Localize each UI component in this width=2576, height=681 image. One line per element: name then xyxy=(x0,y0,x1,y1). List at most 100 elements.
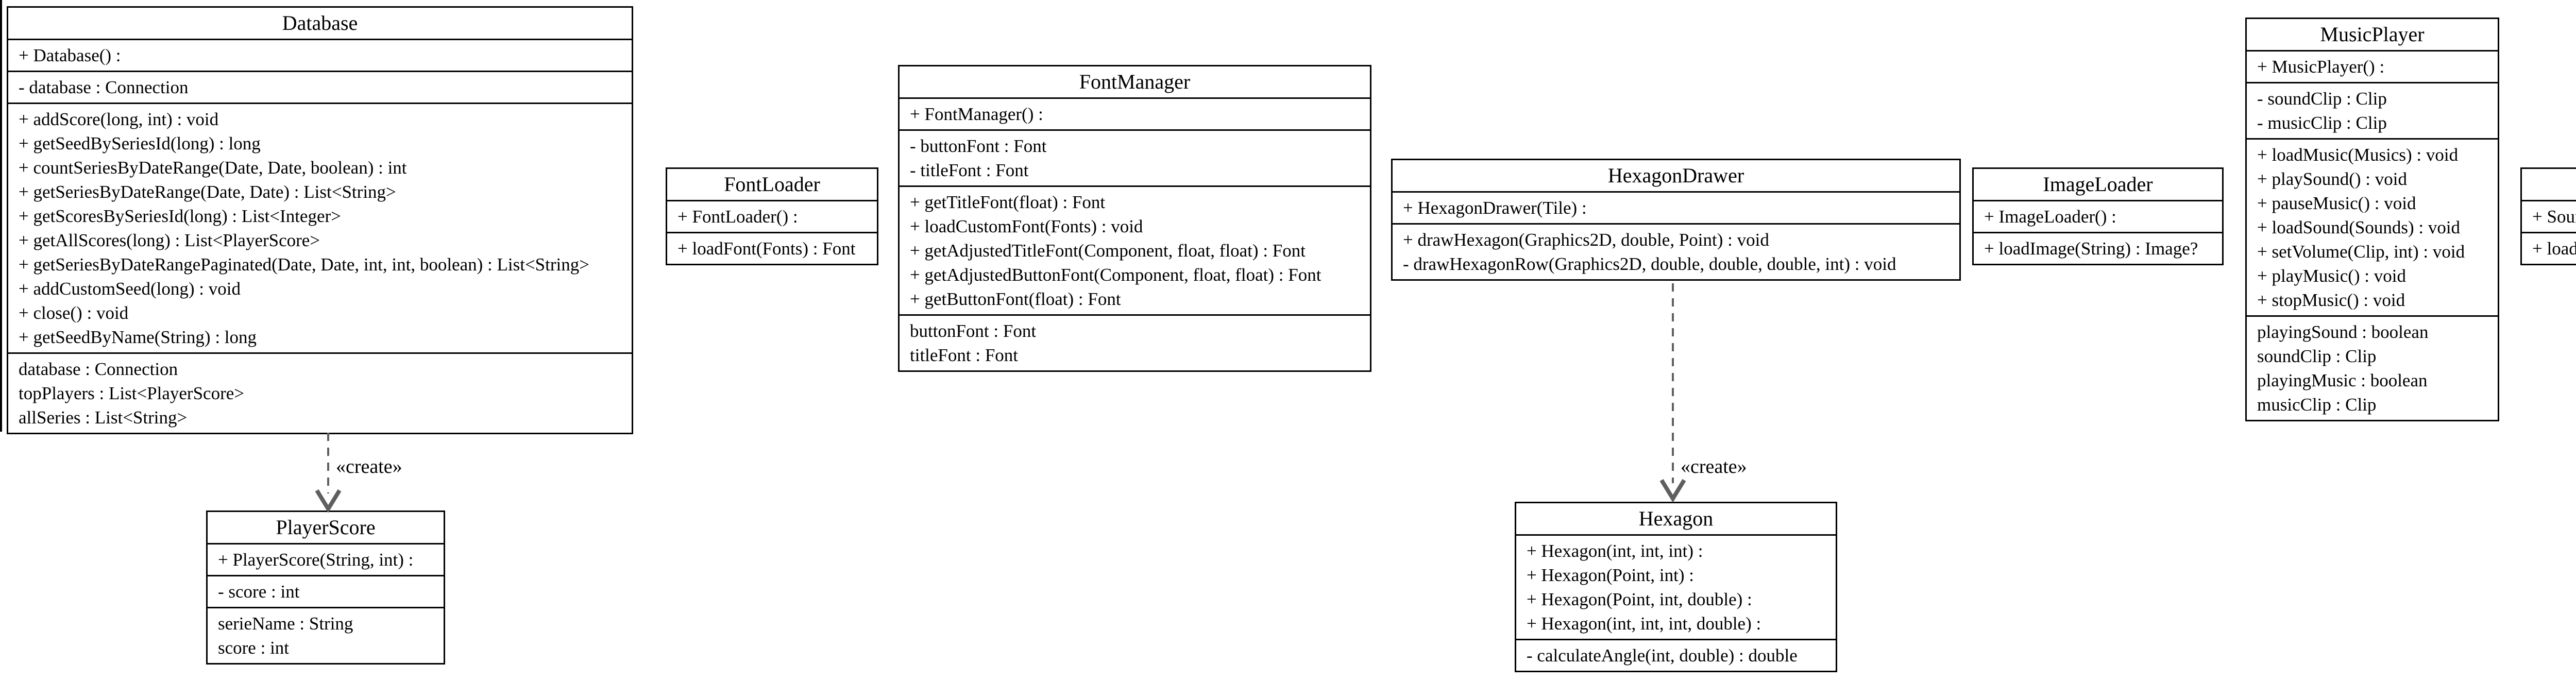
member-line: + loadMusic(String) : Clip? xyxy=(2532,239,2576,259)
class-title: FontManager xyxy=(900,66,1370,97)
class-methods: + loadMusic(Musics) : void + playSound() … xyxy=(2247,138,2498,315)
member-line: + playSound() : void xyxy=(2257,169,2407,189)
member-line: database : Connection xyxy=(19,359,178,379)
class-methods: + drawHexagon(Graphics2D, double, Point)… xyxy=(1393,223,1959,279)
class-constructors: + HexagonDrawer(Tile) : xyxy=(1393,191,1959,223)
create-dependency-hexagondrawer-hexagon[interactable] xyxy=(1652,283,1698,503)
class-constructors: + MusicPlayer() : xyxy=(2247,50,2498,82)
member-line: + setVolume(Clip, int) : void xyxy=(2257,242,2465,262)
member-line: + getTitleFont(float) : Font xyxy=(910,192,1106,212)
member-line: buttonFont : Font xyxy=(910,321,1037,341)
member-line: playingSound : boolean xyxy=(2257,322,2429,342)
class-fields: - score : int xyxy=(208,575,444,607)
class-methods: + loadMusic(String) : Clip? xyxy=(2522,232,2576,264)
class-title: HexagonDrawer xyxy=(1393,160,1959,191)
class-constructors: + FontManager() : xyxy=(900,97,1370,129)
member-line: + SoundLoader() : xyxy=(2532,207,2576,227)
class-attributes: database : Connection topPlayers : List<P… xyxy=(8,352,632,433)
member-line: allSeries : List<String> xyxy=(19,407,188,428)
member-line: soundClip : Clip xyxy=(2257,346,2377,366)
member-line: + Hexagon(Point, int) : xyxy=(1527,565,1694,585)
member-line: + getSeriesByDateRange(Date, Date) : Lis… xyxy=(19,182,396,202)
class-constructors: + Database() : xyxy=(8,39,632,71)
create-dependency-database-playerscore[interactable] xyxy=(307,433,353,513)
member-line: - buttonFont : Font xyxy=(910,136,1047,156)
class-box-musicplayer[interactable]: MusicPlayer + MusicPlayer() : - soundCli… xyxy=(2245,18,2499,421)
class-methods: + addScore(long, int) : void + getSeedByS… xyxy=(8,103,632,352)
class-constructors: + PlayerScore(String, int) : xyxy=(208,543,444,575)
member-line: + getAllScores(long) : List<PlayerScore> xyxy=(19,230,320,250)
member-line: + FontManager() : xyxy=(910,104,1043,124)
member-line: + getSeriesByDateRangePaginated(Date, Da… xyxy=(19,254,589,275)
member-line: + loadCustomFont(Fonts) : void xyxy=(910,216,1143,236)
class-fields: - buttonFont : Font- titleFont : Font xyxy=(900,129,1370,185)
member-line: - score : int xyxy=(218,582,300,602)
member-line: + playMusic() : void xyxy=(2257,266,2406,286)
member-line: + loadImage(String) : Image? xyxy=(1984,239,2198,259)
class-methods: - calculateAngle(int, double) : double xyxy=(1516,639,1836,671)
class-methods: + getTitleFont(float) : Font + loadCustom… xyxy=(900,185,1370,314)
member-line: - calculateAngle(int, double) : double xyxy=(1527,645,1798,666)
class-box-database[interactable]: Database + Database() : - database : Con… xyxy=(7,6,633,434)
class-box-hexagondrawer[interactable]: HexagonDrawer + HexagonDrawer(Tile) : + … xyxy=(1391,159,1961,281)
class-box-playerscore[interactable]: PlayerScore + PlayerScore(String, int) :… xyxy=(206,510,445,665)
class-box-fontmanager[interactable]: FontManager + FontManager() : - buttonFo… xyxy=(898,65,1371,372)
class-fields: - soundClip : Clip - musicClip : Clip xyxy=(2247,82,2498,138)
member-line: + loadFont(Fonts) : Font xyxy=(677,239,856,259)
member-line: + getAdjustedButtonFont(Component, float… xyxy=(910,265,1321,285)
class-constructors: + SoundLoader() : xyxy=(2522,200,2576,232)
class-title: MusicPlayer xyxy=(2247,19,2498,50)
member-line: - soundClip : Clip xyxy=(2257,89,2387,109)
member-line: + FontLoader() : xyxy=(677,207,798,227)
member-line: - database : Connection xyxy=(19,77,189,97)
member-line: + stopMusic() : void xyxy=(2257,290,2405,310)
member-line: + drawHexagon(Graphics2D, double, Point)… xyxy=(1403,230,1769,250)
member-line: musicClip : Clip xyxy=(2257,395,2377,415)
class-constructors: + Hexagon(int, int, int) :+ Hexagon(Poin… xyxy=(1516,534,1836,639)
arrowhead-icon xyxy=(1659,479,1686,503)
member-line: + MusicPlayer() : xyxy=(2257,57,2385,77)
arrowhead-icon xyxy=(315,489,342,513)
member-line: + addScore(long, int) : void xyxy=(19,109,219,129)
member-line: + HexagonDrawer(Tile) : xyxy=(1403,198,1587,218)
member-line: + getScoresBySeriesId(long) : List<Integ… xyxy=(19,206,341,226)
class-title: Hexagon xyxy=(1516,503,1836,534)
class-title: ImageLoader xyxy=(1974,169,2222,200)
member-line: + countSeriesByDateRange(Date, Date, boo… xyxy=(19,158,407,178)
class-box-soundloader[interactable]: SoundLoader + SoundLoader() : + loadMusi… xyxy=(2520,167,2576,265)
member-line: + getSeedByName(String) : long xyxy=(19,327,257,347)
class-title: SoundLoader xyxy=(2522,169,2576,200)
class-fields: - database : Connection xyxy=(8,71,632,103)
member-line: serieName : String xyxy=(218,614,353,634)
member-line: + Database() : xyxy=(19,45,121,65)
member-line: + loadSound(Sounds) : void xyxy=(2257,217,2461,237)
class-methods: + loadFont(Fonts) : Font xyxy=(667,232,877,264)
class-box-hexagon[interactable]: Hexagon + Hexagon(int, int, int) :+ Hexa… xyxy=(1515,502,1837,672)
member-line: + Hexagon(Point, int, double) : xyxy=(1527,589,1752,609)
member-line: + ImageLoader() : xyxy=(1984,207,2116,227)
class-constructors: + FontLoader() : xyxy=(667,200,877,232)
member-line: + pauseMusic() : void xyxy=(2257,193,2416,213)
member-line: + loadMusic(Musics) : void xyxy=(2257,145,2459,165)
class-box-imageloader[interactable]: ImageLoader + ImageLoader() : + loadImag… xyxy=(1972,167,2224,265)
member-line: + Hexagon(int, int, int, double) : xyxy=(1527,614,1761,634)
member-line: topPlayers : List<PlayerScore> xyxy=(19,383,245,403)
class-title: Database xyxy=(8,8,632,39)
member-line: + PlayerScore(String, int) : xyxy=(218,550,414,570)
member-line: + getSeedBySeriesId(long) : long xyxy=(19,133,261,154)
class-title: FontLoader xyxy=(667,169,877,200)
class-box-fontloader[interactable]: FontLoader + FontLoader() : + loadFont(F… xyxy=(666,167,878,265)
member-line: - musicClip : Clip xyxy=(2257,113,2387,133)
class-title: PlayerScore xyxy=(208,512,444,543)
member-line: + close() : void xyxy=(19,303,129,323)
class-constructors: + ImageLoader() : xyxy=(1974,200,2222,232)
member-line: + addCustomSeed(long) : void xyxy=(19,279,241,299)
create-stereotype-label: «create» xyxy=(1681,456,1747,478)
member-line: + getAdjustedTitleFont(Component, float,… xyxy=(910,241,1306,261)
member-line: - drawHexagonRow(Graphics2D, double, dou… xyxy=(1403,254,1896,274)
clipped-class-box-edge xyxy=(0,0,2,432)
